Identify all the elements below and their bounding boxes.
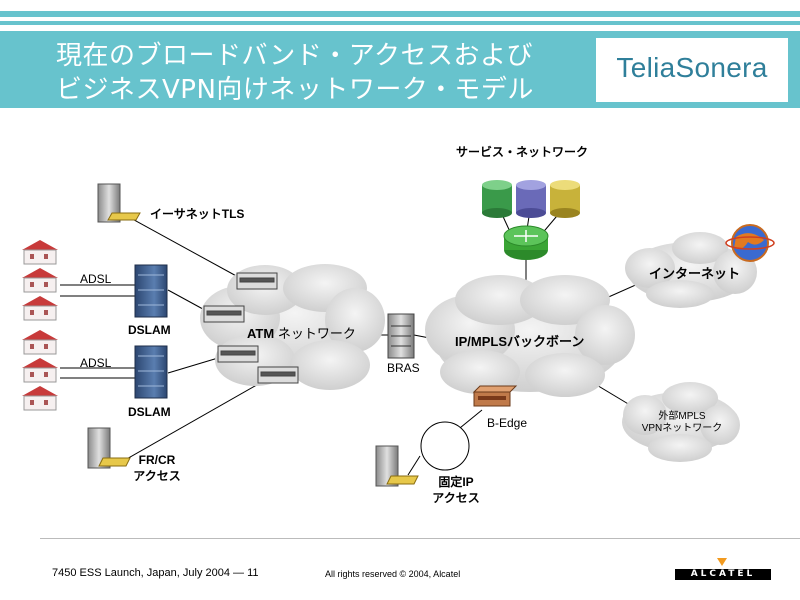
- label-frcr-line1: FR/CR: [138, 453, 176, 467]
- alcatel-logo-mark-icon: [717, 558, 727, 566]
- title-stripe-middle: [0, 21, 800, 25]
- bras-icon: [387, 313, 415, 359]
- label-fixed-ip-line1: 固定IP: [438, 475, 474, 489]
- label-bras: BRAS: [387, 361, 420, 375]
- label-dslam-top: DSLAM: [128, 323, 171, 337]
- external-mpls-cloud: [622, 382, 740, 462]
- footer-divider: [40, 538, 800, 539]
- globe-icon: [725, 224, 775, 262]
- b-edge-icon: [472, 385, 518, 407]
- label-external-line2: VPNネットワーク: [641, 423, 723, 434]
- label-frcr-access: FR/CR アクセス: [132, 452, 182, 484]
- alcatel-logo: ALCATEL: [675, 569, 771, 580]
- title-band: 現在のブロードバンド・アクセスおよび ビジネスVPN向けネットワーク・モデル T…: [0, 0, 800, 108]
- label-atm-prefix: ATM: [247, 326, 275, 341]
- label-ip-mpls-backbone: IP/MPLSバックボーン: [455, 334, 585, 349]
- label-frcr-line2: アクセス: [133, 469, 181, 483]
- label-external-mpls-vpn: 外部MPLS VPNネットワーク: [640, 411, 724, 435]
- title-stripe-top: [0, 11, 800, 17]
- house-icons: [22, 240, 58, 411]
- server-fixed-ip-icon: [375, 445, 419, 487]
- server-frcr-icon: [87, 427, 131, 469]
- label-internet: インターネット: [649, 266, 741, 281]
- service-router-icon: [503, 225, 549, 260]
- logo-text: TeliaSonera: [616, 52, 768, 83]
- ip-mpls-cloud: [425, 275, 635, 397]
- footer-presentation-info: 7450 ESS Launch, Japan, July 2004 — 11: [52, 567, 259, 579]
- label-dslam-bottom: DSLAM: [128, 405, 171, 419]
- label-b-edge: B-Edge: [487, 416, 528, 430]
- slide-title-line1: 現在のブロードバンド・アクセスおよび: [56, 41, 534, 71]
- dslam-top-icon: [134, 264, 168, 318]
- server-ethernet-icon: [97, 183, 141, 223]
- label-service-network: サービス・ネットワーク: [456, 145, 589, 159]
- internet-cloud: [625, 232, 757, 308]
- fixed-ip-access-circle: [420, 421, 470, 471]
- telia-sonera-logo: TeliaSonera: [596, 38, 788, 102]
- database-purple-icon: [516, 180, 546, 218]
- footer-copyright: All rights reserved © 2004, Alcatel: [325, 569, 461, 579]
- database-yellow-icon: [550, 180, 580, 218]
- label-external-line1: 外部MPLS: [658, 411, 706, 422]
- label-adsl-top: ADSL: [80, 272, 112, 286]
- label-adsl-bottom: ADSL: [80, 356, 112, 370]
- label-ethernet-tls: イーサネットTLS: [150, 207, 245, 221]
- slide-title-line2: ビジネスVPN向けネットワーク・モデル: [56, 75, 534, 105]
- label-atm-suffix: ネットワーク: [274, 326, 356, 341]
- atm-switch-icons: [203, 272, 299, 384]
- dslam-bottom-icon: [134, 345, 168, 399]
- label-fixed-ip-line2: アクセス: [432, 491, 480, 505]
- label-atm-network: ATM ネットワーク: [247, 323, 356, 342]
- label-fixed-ip-access: 固定IP アクセス: [428, 474, 484, 506]
- slide-title: 現在のブロードバンド・アクセスおよび ビジネスVPN向けネットワーク・モデル: [56, 39, 534, 107]
- database-green-icon: [482, 180, 512, 218]
